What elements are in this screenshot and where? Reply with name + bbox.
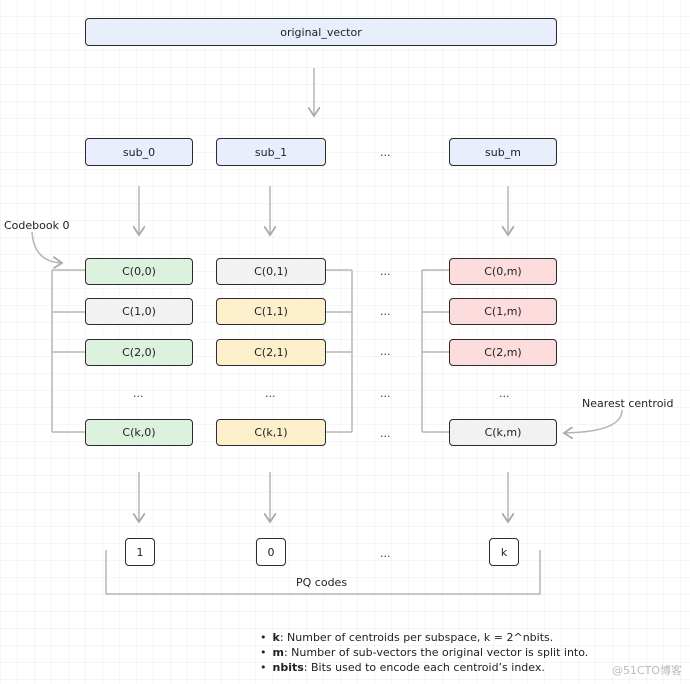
centroid-k-1: C(k,1) bbox=[216, 419, 326, 446]
original-vector-box: original_vector bbox=[85, 18, 557, 46]
pq-code-ellipsis: ... bbox=[380, 547, 391, 560]
centroid-ellipsis-1: ... bbox=[265, 387, 276, 400]
subvector-ellipsis: ... bbox=[380, 146, 391, 159]
subvector-box-m: sub_m bbox=[449, 138, 557, 166]
centroid-0-0: C(0,0) bbox=[85, 258, 193, 285]
centroid-0-1: C(0,1) bbox=[216, 258, 326, 285]
centroid-1-1: C(1,1) bbox=[216, 298, 326, 325]
centroid-k-0: C(k,0) bbox=[85, 419, 193, 446]
legend-item-nbits: nbits: Bits used to encode each centroid… bbox=[260, 660, 588, 675]
centroid-0-m: C(0,m) bbox=[449, 258, 557, 285]
column-ellipsis-1: ... bbox=[380, 305, 391, 318]
nearest-centroid-label: Nearest centroid bbox=[582, 397, 674, 410]
subvector-box-1: sub_1 bbox=[216, 138, 326, 166]
subvector-box-0: sub_0 bbox=[85, 138, 193, 166]
column-ellipsis-0: ... bbox=[380, 265, 391, 278]
centroid-1-0: C(1,0) bbox=[85, 298, 193, 325]
centroid-1-m: C(1,m) bbox=[449, 298, 557, 325]
centroid-ellipsis-0: ... bbox=[133, 387, 144, 400]
watermark: @51CTO博客 bbox=[611, 664, 682, 677]
legend-item-k: k: Number of centroids per subspace, k =… bbox=[260, 630, 588, 645]
pq-code-1: 0 bbox=[256, 538, 286, 566]
pq-codes-label: PQ codes bbox=[296, 576, 348, 589]
legend: k: Number of centroids per subspace, k =… bbox=[260, 630, 589, 675]
centroid-2-1: C(2,1) bbox=[216, 339, 326, 366]
pq-code-0: 1 bbox=[125, 538, 155, 566]
column-ellipsis-3: ... bbox=[380, 387, 391, 400]
centroid-k-m: C(k,m) bbox=[449, 419, 557, 446]
column-ellipsis-4: ... bbox=[380, 427, 391, 440]
legend-item-m: m: Number of sub-vectors the original ve… bbox=[260, 645, 589, 660]
column-ellipsis-2: ... bbox=[380, 345, 391, 358]
centroid-2-0: C(2,0) bbox=[85, 339, 193, 366]
pq-code-m: k bbox=[489, 538, 519, 566]
codebook-label: Codebook 0 bbox=[4, 219, 70, 232]
centroid-2-m: C(2,m) bbox=[449, 339, 557, 366]
centroid-ellipsis-m: ... bbox=[499, 387, 510, 400]
